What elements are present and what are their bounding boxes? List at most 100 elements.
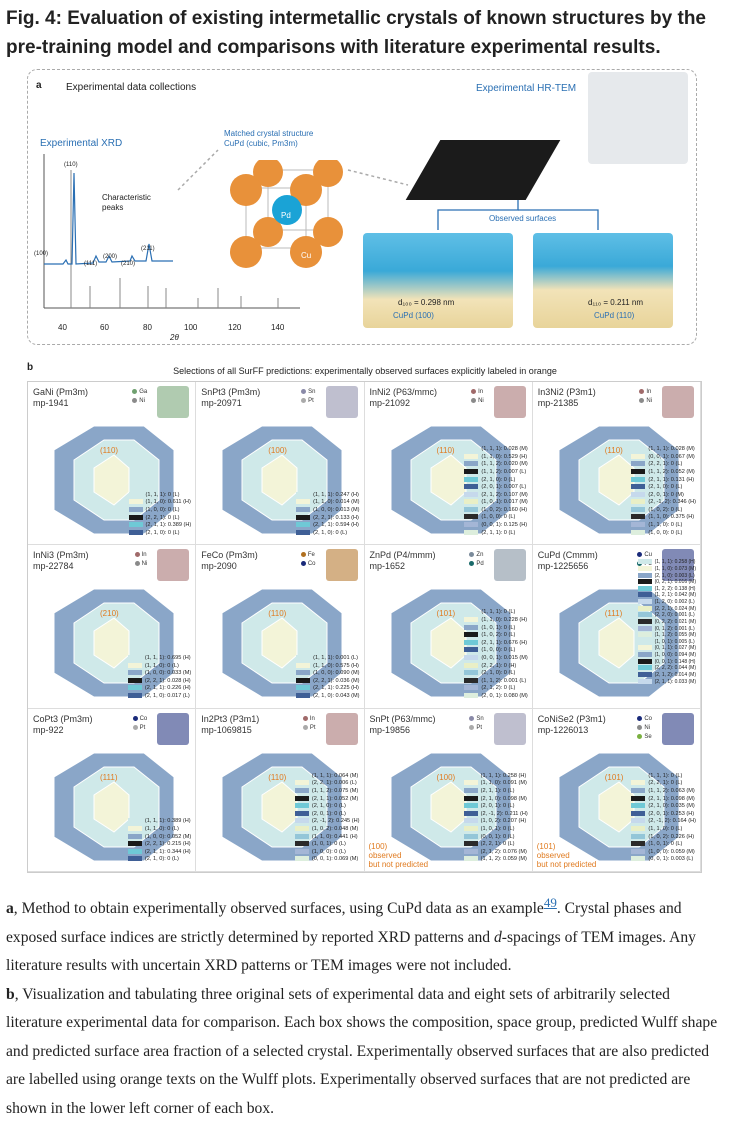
surface-color-swatch — [463, 825, 478, 831]
cell-mp-id: mp-2090 — [201, 561, 237, 572]
tem-label: Experimental HR-TEM — [476, 83, 577, 94]
surface-fraction-text: (2, 1, 0): 0 (L) — [481, 670, 516, 677]
surface-fraction-text: (1, 1, 2): 0.007 (L) — [481, 468, 527, 475]
surface-fraction-row: (2, 1, 0): 0.003 (L) — [637, 573, 696, 580]
surface-fraction-table: (1, 1, 1): 0 (L)(1, 1, 0): 0.228 (H)(1, … — [464, 609, 528, 700]
cell-formula: ZnPd (P4/mmm) — [369, 550, 436, 561]
surface-fraction-text: (1, 0, 0): 0.059 (M) — [648, 848, 695, 855]
surface-color-swatch — [637, 658, 652, 664]
surface-fraction-row: (1, 1, 0): 0 (L) — [127, 662, 191, 671]
surface-color-swatch — [631, 499, 646, 505]
surface-fraction-text: (1, 2, 0): 0.002 (L) — [654, 598, 695, 605]
element-dot — [471, 388, 477, 394]
surface-fraction-text: (1, 1, 0): 0.575 (H) — [313, 662, 359, 669]
wulff-shape — [53, 425, 175, 535]
element-dot — [132, 388, 138, 394]
surface-fraction-row: (1, 1, 1): 0 (L) — [631, 773, 696, 781]
surface-color-swatch — [127, 662, 142, 668]
surface-fraction-text: (2, 2, 1): 0 (L) — [145, 514, 180, 521]
surface-color-swatch — [631, 856, 646, 862]
surface-color-swatch — [463, 780, 478, 786]
surface-fraction-row: (1, 1, 0): 0.441 (H) — [294, 834, 360, 842]
wulff-shape — [221, 425, 343, 535]
cell-formula: GaNi (Pm3m) — [33, 387, 89, 397]
surface-color-swatch — [637, 559, 652, 565]
surface-fraction-text: (1, 0, 0): 0.013 (M) — [313, 506, 360, 513]
element-dot — [469, 724, 475, 730]
surface-fraction-text: (1, 1, 1): 0.001 (L) — [313, 655, 358, 662]
surface-color-swatch — [296, 522, 311, 528]
surface-fraction-text: (1, 1, 1): 0.028 (M) — [481, 446, 528, 453]
surface-color-swatch — [464, 453, 479, 459]
surface-fraction-text: (2, 0, 1): 0.080 (M) — [481, 692, 528, 699]
surface-color-swatch — [127, 655, 142, 661]
surface-color-swatch — [464, 514, 479, 520]
surface-fraction-text: (1, 1, 0): 0.014 (M) — [313, 499, 360, 506]
surface-fraction-row: (1, 0, 2): 0 (L) — [631, 507, 696, 515]
surface-fraction-row: (2, 2, 2): 0.044 (M) — [637, 665, 696, 672]
surface-color-swatch — [463, 795, 478, 801]
cell-mp-id: mp-19856 — [369, 724, 411, 735]
surface-fraction-text: (2, 2, 1): 0.215 (H) — [144, 841, 191, 848]
surface-fraction-row: (2, 1, 1): 0.033 (M) — [637, 679, 696, 686]
surface-color-swatch — [296, 514, 311, 520]
surface-fraction-row: (2, 2, 1): 0 (L) — [463, 841, 528, 849]
xrd-plot — [43, 154, 300, 309]
cell-formula: InNi3 (Pm3m) — [33, 550, 89, 561]
surface-fraction-text: (2, -1, 2): 0.211 (H) — [480, 810, 528, 817]
surface-fraction-text: (2, 1, 1): 0.226 (H) — [144, 685, 191, 692]
surface-fraction-row: (1, 1, 0): 0.073 (M) — [637, 565, 696, 573]
surface-fraction-row: (1, 1, 0): 0 (L) — [631, 522, 696, 530]
surface-fraction-row: (1, 0, 1): 0.017 (M) — [464, 499, 528, 507]
element-name: Pt — [139, 724, 146, 731]
surface-fraction-row: (2, 1, 1): 0.676 (H) — [464, 640, 527, 648]
surface-fraction-text: (2, 1, 1): 0 (L) — [481, 529, 516, 536]
surface-color-swatch — [127, 685, 142, 691]
surface-color-swatch — [294, 810, 309, 816]
unit-cell-thumbnail — [493, 712, 526, 745]
surface-fraction-row: (1, 1, 1): 0.064 (M) — [294, 773, 360, 781]
observed-predicted-surface-label: (101) — [436, 609, 456, 619]
surface-fraction-row: (2, 0, 1): 0.253 (H) — [631, 811, 696, 819]
surface-fraction-text: (2, 2, 1): 0.028 (H) — [144, 677, 191, 684]
surface-color-swatch — [631, 818, 646, 824]
surface-fraction-text: (1, 1, 0): 0.073 (M) — [654, 565, 696, 572]
surface-color-swatch — [296, 693, 311, 699]
element-dot — [301, 397, 307, 403]
surface-color-swatch — [464, 685, 479, 691]
cell-mp-id: mp-21385 — [537, 398, 579, 408]
not-predicted-text: but not predicted — [368, 859, 429, 869]
surface-fraction-text: (2, 2, 1): 0.006 (L) — [311, 780, 357, 787]
surface-fraction-text: (1, 0, 2): 0.048 (M) — [311, 825, 359, 832]
observed-surface-index: (101) — [536, 841, 556, 851]
surface-color-swatch — [294, 848, 309, 854]
surface-fraction-text: (2, 2, 0): 0.001 (L) — [654, 612, 695, 619]
cell-mp-id: mp-922 — [33, 724, 64, 735]
observed-predicted-surface-label: (110) — [100, 446, 119, 455]
surface-fraction-row: (2, 2, 1): 0 (H) — [464, 663, 527, 671]
surface-color-swatch — [294, 818, 309, 824]
element-dot — [637, 733, 643, 739]
surface-fraction-text: (1, 1, 1): 0.258 (H) — [480, 772, 527, 779]
surface-fraction-text: (1, 1, 0): 0 (L) — [144, 825, 179, 832]
surface-fraction-table: (1, 1, 1): 0 (L)(1, 1, 0): 0.611 (H)(1, … — [128, 492, 191, 538]
surface-fraction-text: (1, 1, 0): 0.375 (H) — [648, 514, 695, 521]
surface-color-swatch — [637, 585, 652, 591]
surface-fraction-row: (0, 0, 1): 0.069 (M) — [294, 856, 360, 864]
surface-color-swatch — [464, 476, 479, 482]
surface-fraction-row: (1, 0, 0): 0 (L) — [631, 530, 696, 538]
surface-fraction-row: (2, 2, 1): 0 (L) — [631, 461, 696, 469]
surface-color-swatch — [637, 632, 652, 638]
surface-color-swatch — [637, 671, 652, 677]
panel-a-heading: Experimental data collections — [66, 82, 197, 93]
reference-link[interactable]: 49 — [543, 895, 557, 910]
observed-predicted-surface-label: (100) — [436, 772, 456, 782]
surface-fraction-text: (0, 1, 2): 0.001 (L) — [654, 625, 695, 632]
surface-color-swatch — [464, 609, 479, 615]
surface-fraction-text: (1, 1, 0): 0 (L) — [648, 825, 683, 832]
